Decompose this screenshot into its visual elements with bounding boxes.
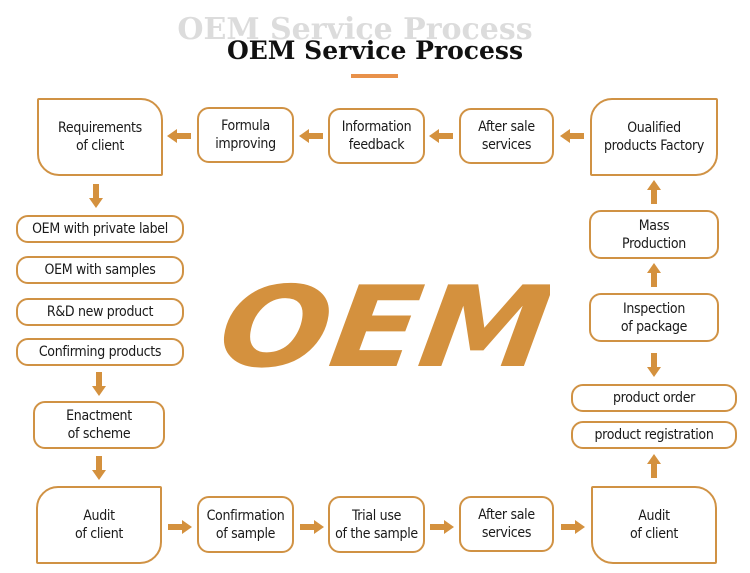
node-label: Audit of client: [74, 508, 124, 542]
node-inspection-of-package: Inspection of package: [589, 293, 719, 342]
title-ghost-text: OEM Service Process: [177, 12, 533, 47]
node-label: Formula improving: [215, 118, 276, 152]
node-confirmation-of-sample: Confirmation of sample: [197, 496, 294, 553]
node-requirements-of-client: Requirements of client: [37, 98, 163, 176]
node-label: Oualified products Factory: [603, 120, 705, 154]
node-audit-of-client-left: Audit of client: [36, 486, 162, 564]
node-label: Requirements of client: [58, 120, 142, 154]
node-label: Enactment of scheme: [66, 408, 132, 442]
page-title: OEM Service Process: [226, 36, 524, 65]
arrow-right-icon: [561, 519, 585, 535]
node-label: Confirmation of sample: [206, 507, 285, 542]
node-label: After sale services: [478, 507, 535, 541]
node-label: OEM with samples: [44, 262, 156, 278]
arrow-left-icon: [560, 128, 584, 144]
node-oem-with-private-label: OEM with private label: [16, 215, 184, 243]
node-after-sale-services-top: After sale services: [459, 108, 554, 164]
arrow-down-icon: [91, 456, 107, 480]
node-after-sale-services-bottom: After sale services: [459, 496, 554, 552]
node-enactment-of-scheme: Enactment of scheme: [33, 401, 165, 449]
arrow-right-icon: [300, 519, 324, 535]
node-label: OEM with private label: [32, 221, 168, 237]
node-label: product order: [612, 390, 696, 406]
node-label: Audit of client: [629, 508, 679, 542]
title-underline: [351, 74, 398, 78]
node-trial-use-of-sample: Trial use of the sample: [328, 496, 425, 553]
arrow-up-icon: [646, 180, 662, 204]
node-product-order: product order: [571, 384, 737, 412]
oem-logo-text: OEM: [211, 282, 550, 377]
arrow-left-icon: [429, 128, 453, 144]
arrow-left-icon: [299, 128, 323, 144]
node-label: R&D new product: [46, 304, 154, 320]
node-label: Trial use of the sample: [335, 507, 418, 542]
node-oem-with-samples: OEM with samples: [16, 256, 184, 284]
arrow-down-icon: [88, 184, 104, 208]
node-label: Confirming products: [38, 344, 162, 360]
arrow-up-icon: [646, 263, 662, 287]
arrow-down-icon: [91, 372, 107, 396]
arrow-right-icon: [430, 519, 454, 535]
node-label: Inspection of package: [620, 300, 688, 335]
arrow-right-icon: [168, 519, 192, 535]
node-information-feedback: Information feedback: [328, 108, 425, 164]
node-label: After sale services: [478, 119, 535, 153]
oem-logo: OEM: [211, 282, 550, 377]
node-label: Mass Production: [622, 217, 686, 252]
node-formula-improving: Formula improving: [197, 107, 294, 163]
node-label: product registration: [594, 427, 714, 443]
arrow-left-icon: [167, 128, 191, 144]
node-qualified-products-factory: Oualified products Factory: [590, 98, 718, 176]
node-confirming-products: Confirming products: [16, 338, 184, 366]
node-rd-new-product: R&D new product: [16, 298, 184, 326]
arrow-down-icon: [646, 353, 662, 377]
node-label: Information feedback: [341, 119, 412, 153]
node-mass-production: Mass Production: [589, 210, 719, 259]
node-audit-of-client-right: Audit of client: [591, 486, 717, 564]
arrow-up-icon: [646, 454, 662, 478]
node-product-registration: product registration: [571, 421, 737, 449]
